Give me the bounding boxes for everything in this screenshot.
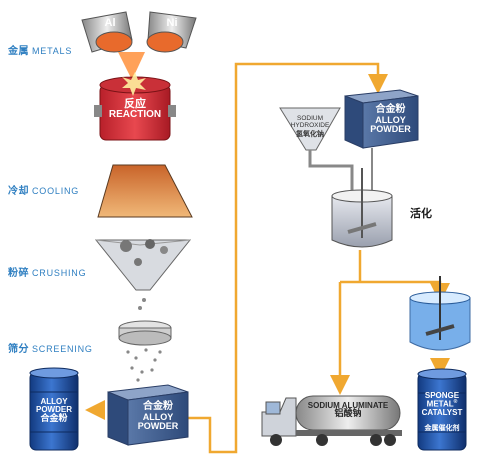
crucible-ni [146,11,197,53]
activation-label: 活化 [410,207,432,220]
drum-right-line1: SPONGE [424,391,460,400]
alloy-box-top-line2: POWDER [370,123,411,134]
step-metals-en: METALS [32,46,73,56]
wash-tank [409,276,471,351]
drum-right-line2-row: METAL® [418,400,466,409]
reaction-vessel [94,72,176,141]
reaction-zh: 反应 [124,97,146,110]
step-screening-en: SCREENING [32,344,93,354]
tanker-truck [261,395,402,446]
reaction-en: REACTION [108,108,162,120]
cooling-ingot [97,164,193,218]
crucible-al [81,11,133,53]
drum-right-line2: METAL [426,400,454,410]
drum-right-zh: 金属催化剂 [424,422,460,432]
naoh-line1: SODIUM [297,115,323,122]
drum-right-trademark: ® [453,399,458,406]
alloy-box-bottom-line1: ALLOY [142,411,174,422]
crucible-ni-label: Ni [166,17,178,29]
drum-left-line1: ALLOY [40,397,68,406]
truck-en: SODIUM ALUMINATE [307,401,389,410]
naoh-zh: 氢氧化钠 [296,128,324,138]
alloy-box-bottom-line2: POWDER [137,420,179,431]
catalyst-drum-right [417,368,467,451]
naoh-funnel-text: SODIUM HYDROXIDE 氢氧化钠 [282,115,338,138]
drum-left-text: ALLOY POWDER 合金粉 [30,397,78,424]
activation-tank [331,168,393,248]
flow-arrow-to-wash-tank [340,280,450,303]
step-crushing-en: CRUSHING [32,268,87,278]
drum-right-text: SPONGE METAL® CATALYST 金属催化剂 [418,391,466,432]
flow-arrow-to-alloy-box [185,62,388,454]
step-screening-zh: 筛分 [8,344,29,355]
step-cooling-zh: 冷却 [8,186,29,197]
step-crushing-zh: 粉碎 [8,268,29,279]
truck-text: SODIUM ALUMINATE 铝酸钠 [296,401,400,420]
truck-zh: 铝酸钠 [334,409,362,420]
drum-right-line3: CATALYST [421,408,463,418]
drum-left-line2: POWDER [36,405,72,415]
drum-left-zh: 合金粉 [40,413,68,424]
alloy-box-bottom-zh: 合金粉 [143,401,173,412]
naoh-line2: HYDROXIDE [290,121,330,129]
crucible-al-label: Al [104,17,116,29]
crushing-funnel [94,239,192,310]
alloy-box-bottom-text: 合金粉 ALLOY POWDER [128,401,188,431]
reaction-label: 反应 REACTION [104,98,166,120]
alloy-box-top-text: 合金粉 ALLOY POWDER [363,104,418,134]
alloy-box-bottom [107,384,189,446]
alloy-box-top-line1: ALLOY [375,114,406,125]
step-metals-zh: 金属 [8,46,29,57]
screening-sieve [118,320,172,382]
step-cooling-en: COOLING [32,186,80,196]
alloy-drum-left [29,367,79,451]
molten-metal-stream [118,52,145,80]
alloy-box-top-zh: 合金粉 [375,104,406,115]
alloy-box-top [344,89,419,190]
naoh-funnel [279,107,354,190]
